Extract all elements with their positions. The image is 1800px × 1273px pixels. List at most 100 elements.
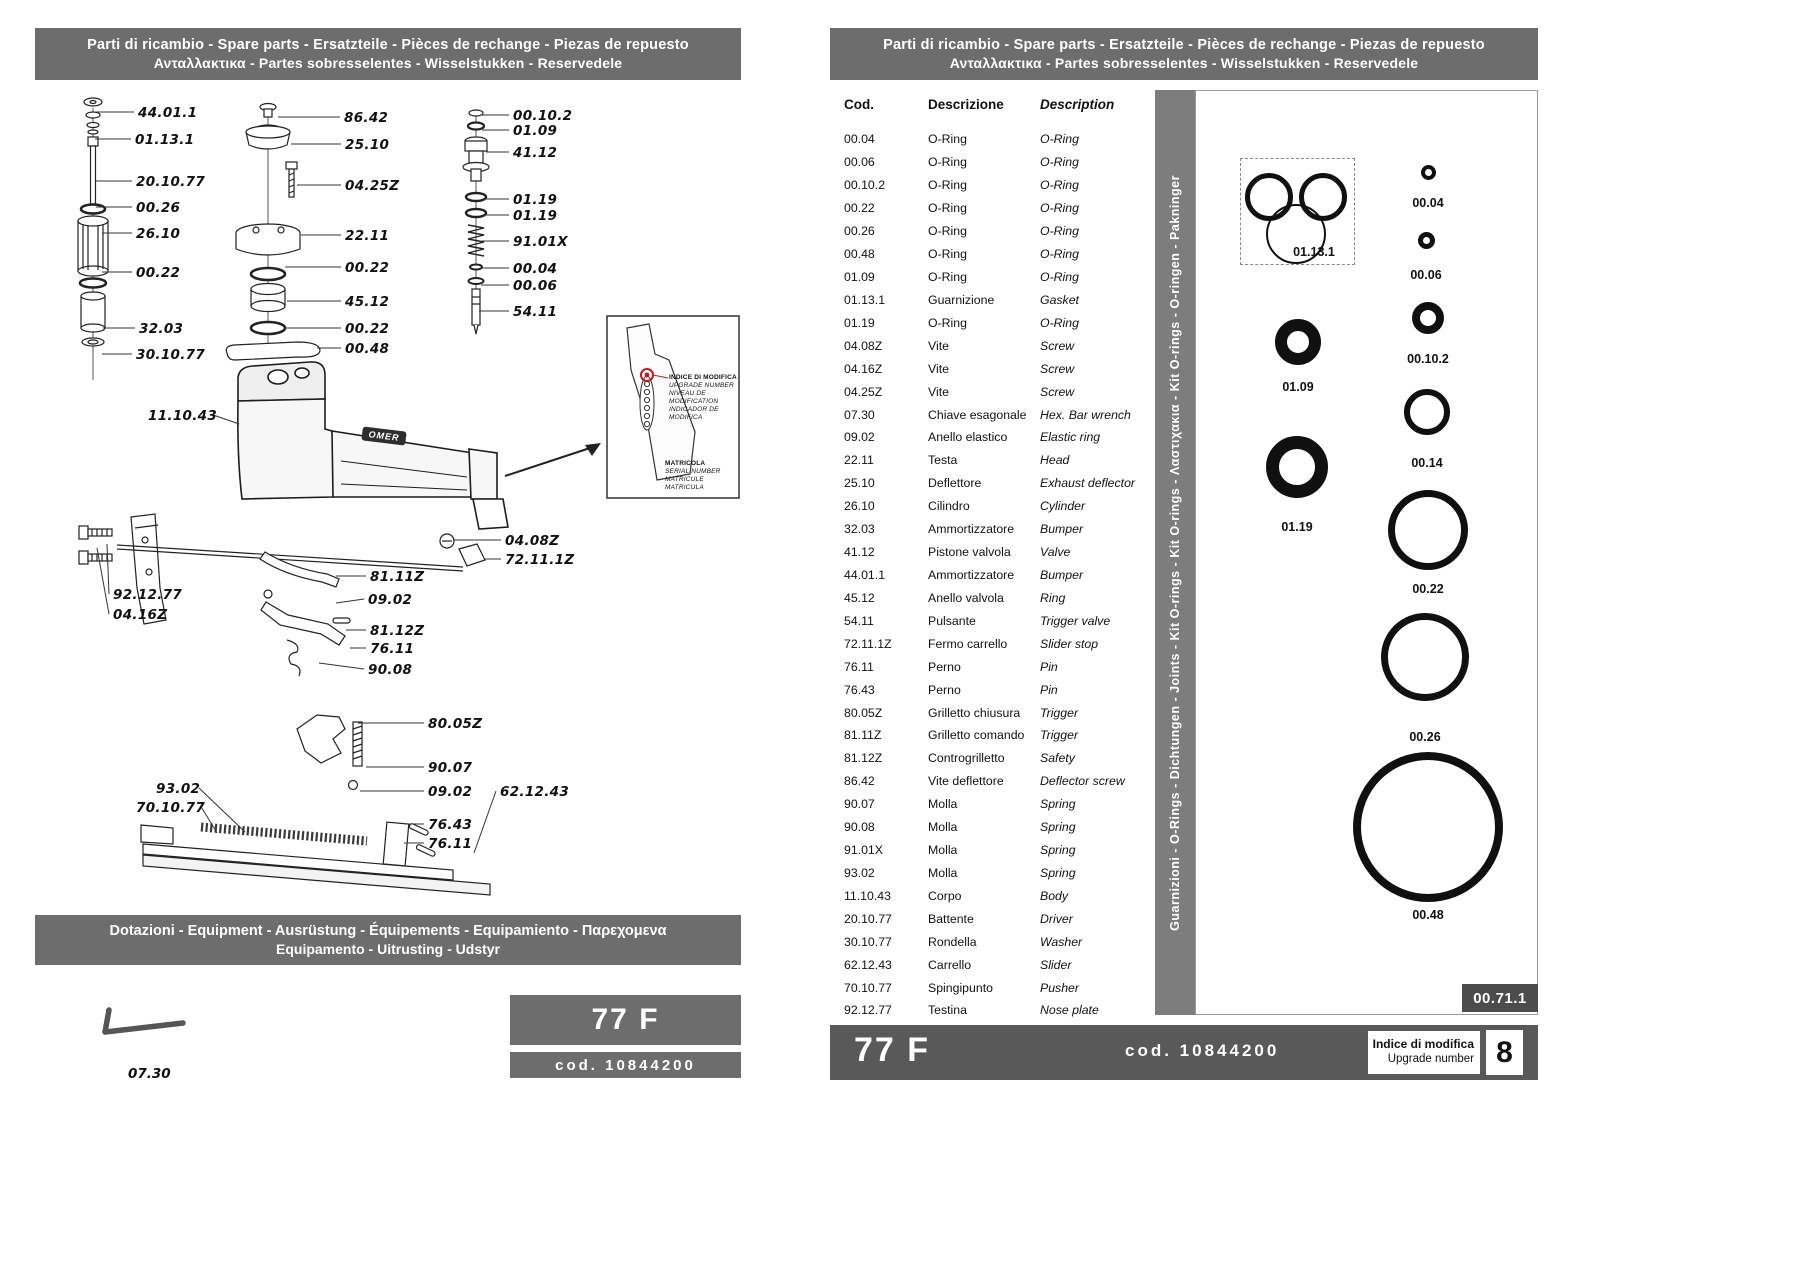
part-callout: 44.01.1 [138, 105, 198, 121]
valve-stack-parts [462, 109, 490, 335]
part-descrizione: Grilletto chiusura [928, 705, 1021, 720]
part-code: 80.05Z [844, 705, 883, 720]
part-code: 81.12Z [844, 751, 883, 766]
part-callout: 00.48 [345, 341, 390, 357]
part-description: Spring [1040, 820, 1076, 835]
col-header-description: Description [1040, 96, 1115, 112]
part-code: 32.03 [844, 522, 875, 537]
equipment-line2: Equipamento - Uitrusting - Udstyr [276, 941, 500, 957]
part-code: 70.10.77 [844, 980, 892, 995]
part-code: 11.10.43 [844, 888, 891, 903]
upgrade-label-box: Indice di modifica Upgrade number [1368, 1031, 1480, 1074]
part-descrizione: Spingipunto [928, 980, 993, 995]
oring-figure [1420, 164, 1436, 180]
part-description: Hex. Bar wrench [1040, 407, 1131, 422]
part-description: Trigger valve [1040, 613, 1111, 628]
part-code: 44.01.1 [844, 567, 886, 582]
col-header-cod: Cod. [844, 96, 874, 112]
oring-figure [1266, 436, 1328, 498]
part-description: Trigger [1040, 705, 1079, 720]
kit-code-box: 00.71.1 [1462, 984, 1538, 1012]
part-code: 90.07 [844, 797, 875, 812]
leader-lines [94, 111, 509, 854]
model-code: cod. 10844200 [555, 1056, 696, 1074]
part-callout: 09.02 [368, 592, 413, 608]
part-callout: 04.16Z [113, 607, 168, 623]
model-number: 77 F [591, 1003, 660, 1036]
table-row: 80.05Z Grilletto chiusura Trigger [844, 701, 1146, 724]
part-descrizione: Perno [928, 682, 961, 697]
part-descrizione: Ammortizzatore [928, 522, 1015, 537]
oring-label: 00.04 [1412, 196, 1444, 210]
part-descrizione: Molla [928, 843, 958, 858]
part-descrizione: Carrello [928, 957, 972, 972]
part-description: O-Ring [1040, 269, 1079, 284]
part-callout: 01.19 [513, 208, 558, 224]
part-code: 25.10 [844, 476, 875, 491]
equipment-line1: Dotazioni - Equipment - Ausrüstung - Équ… [109, 923, 667, 939]
upgrade-label-en: Upgrade number [1387, 1053, 1474, 1065]
part-callout: 11.10.43 [148, 408, 218, 424]
part-callout: 93.02 [156, 781, 201, 797]
header-line1: Parti di ricambio - Spare parts - Ersatz… [883, 37, 1485, 53]
oring-figure [1404, 389, 1450, 435]
serial-number-inset [606, 315, 740, 499]
part-callout: 45.12 [345, 294, 390, 310]
part-description: Valve [1040, 545, 1071, 560]
part-code: 30.10.77 [844, 934, 892, 949]
part-description: Exhaust deflector [1040, 476, 1136, 491]
part-description: O-Ring [1040, 247, 1079, 262]
part-description: Screw [1040, 361, 1075, 376]
part-callout: 09.02 [428, 784, 473, 800]
part-descrizione: O-Ring [928, 201, 967, 216]
part-description: Screw [1040, 384, 1075, 399]
hex-key-figure [102, 1007, 186, 1035]
part-descrizione: Vite deflettore [928, 774, 1004, 789]
oring-label: 00.06 [1410, 268, 1442, 282]
model-box: 77 F [510, 995, 741, 1045]
part-descrizione: Anello elastico [928, 430, 1008, 445]
part-code: 76.11 [844, 659, 874, 674]
part-code: 00.48 [844, 247, 875, 262]
oring-label: 01.19 [1281, 520, 1313, 534]
part-descrizione: O-Ring [928, 178, 967, 193]
part-descrizione: Corpo [928, 888, 962, 903]
part-descrizione: Molla [928, 820, 958, 835]
upgrade-label-it: Indice di modifica [1372, 1037, 1474, 1051]
part-descrizione: O-Ring [928, 224, 967, 239]
footer-model-code: cod. 10844200 [1125, 1041, 1280, 1060]
part-callout: 80.05Z [428, 716, 483, 732]
part-callout: 04.25Z [345, 178, 400, 194]
oring-label: 00.48 [1412, 908, 1444, 922]
part-descrizione: Vite [928, 384, 949, 399]
part-code: 26.10 [844, 499, 875, 514]
part-description: Bumper [1040, 567, 1084, 582]
part-code: 62.12.43 [844, 957, 892, 972]
head-stack-parts [225, 102, 321, 361]
part-callout: 26.10 [136, 226, 181, 242]
part-descrizione: Anello valvola [928, 590, 1004, 605]
trigger-linkage-parts [259, 533, 486, 677]
